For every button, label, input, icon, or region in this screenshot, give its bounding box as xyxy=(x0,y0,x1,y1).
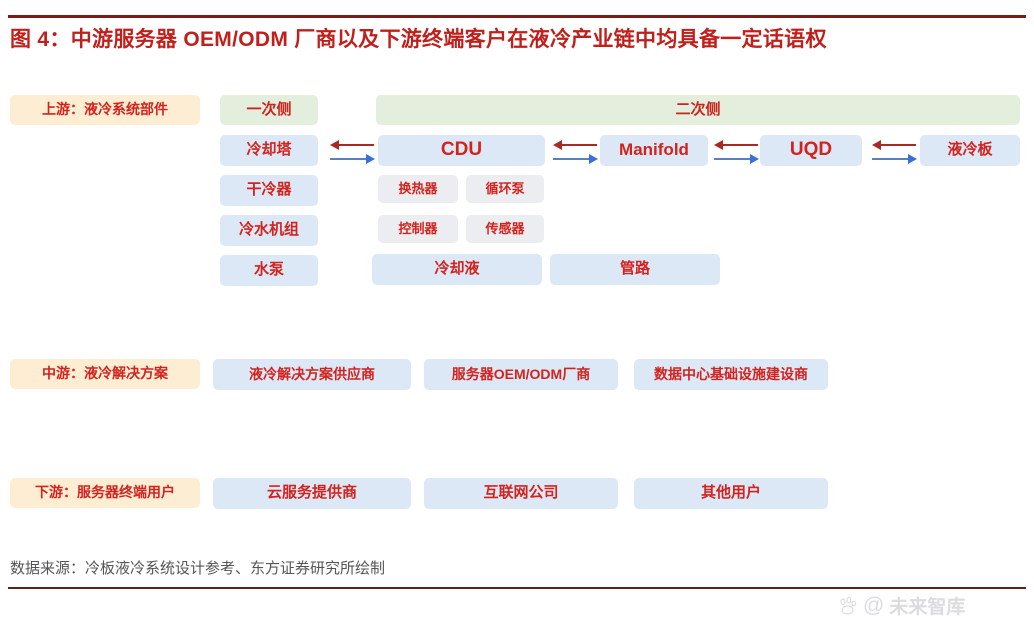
upstream-node-water-pump[interactable]: 水泵 xyxy=(220,255,318,286)
figure-title: 图 4：中游服务器 OEM/ODM 厂商以及下游终端客户在液冷产业链中均具备一定… xyxy=(10,28,827,51)
watermark: @ 未来智库 xyxy=(838,592,965,619)
arrow-head-red-left xyxy=(872,140,881,150)
midstream-node-liquid-cooling-solution-provider[interactable]: 液冷解决方案供应商 xyxy=(213,359,411,390)
arrow-head-red-left xyxy=(330,140,339,150)
upstream-node-cooling-tower[interactable]: 冷却塔 xyxy=(220,135,318,166)
downstream-node-internet-company[interactable]: 互联网公司 xyxy=(424,478,618,509)
tier-label-midstream: 中游：液冷解决方案 xyxy=(10,359,200,389)
tier-label-upstream: 上游：液冷系统部件 xyxy=(10,95,200,125)
arrow-line-blue-rightward xyxy=(872,158,908,160)
secondary-side-header: 二次侧 xyxy=(376,95,1020,125)
cdu-subpart-sensor[interactable]: 传感器 xyxy=(466,215,544,243)
at-symbol-icon: @ xyxy=(863,593,885,617)
downstream-node-cloud-service-provider[interactable]: 云服务提供商 xyxy=(213,478,411,509)
arrow-pair-tower-cdu xyxy=(330,138,375,164)
arrow-head-red-left xyxy=(714,140,723,150)
arrow-line-red-leftward xyxy=(338,144,374,146)
arrow-line-blue-rightward xyxy=(553,158,589,160)
arrow-pair-manifold-uqd xyxy=(714,138,759,164)
bottom-divider-rule xyxy=(8,587,1026,589)
top-divider-rule xyxy=(8,15,1026,18)
upstream-node-cold-plate[interactable]: 液冷板 xyxy=(920,135,1020,166)
upstream-node-dry-cooler[interactable]: 干冷器 xyxy=(220,175,318,206)
upstream-node-coolant[interactable]: 冷却液 xyxy=(372,254,542,285)
upstream-node-cdu[interactable]: CDU xyxy=(378,135,545,166)
arrow-head-blue-right xyxy=(589,154,598,164)
arrow-pair-cdu-manifold xyxy=(553,138,598,164)
watermark-label: 未来智库 xyxy=(889,597,966,618)
arrow-line-blue-rightward xyxy=(714,158,750,160)
upstream-node-manifold[interactable]: Manifold xyxy=(600,135,708,166)
upstream-node-uqd[interactable]: UQD xyxy=(760,135,862,166)
upstream-node-chiller[interactable]: 冷水机组 xyxy=(220,215,318,246)
downstream-node-other-users[interactable]: 其他用户 xyxy=(634,478,828,509)
primary-side-header: 一次侧 xyxy=(220,95,318,125)
arrow-line-red-leftward xyxy=(561,144,597,146)
midstream-node-server-oem-odm[interactable]: 服务器OEM/ODM厂商 xyxy=(424,359,618,390)
cdu-subpart-circulation-pump[interactable]: 循环泵 xyxy=(466,175,544,203)
arrow-line-blue-rightward xyxy=(330,158,366,160)
arrow-head-red-left xyxy=(553,140,562,150)
upstream-node-piping[interactable]: 管路 xyxy=(550,254,720,285)
paw-icon xyxy=(840,596,857,615)
arrow-head-blue-right xyxy=(908,154,917,164)
cdu-subpart-heat-exchanger[interactable]: 换热器 xyxy=(378,175,458,203)
midstream-node-datacenter-infrastructure-builder[interactable]: 数据中心基础设施建设商 xyxy=(634,359,828,390)
arrow-line-red-leftward xyxy=(880,144,916,146)
arrow-line-red-leftward xyxy=(722,144,758,146)
tier-label-downstream: 下游：服务器终端用户 xyxy=(10,478,200,508)
source-note: 数据来源：冷板液冷系统设计参考、东方证券研究所绘制 xyxy=(10,560,386,577)
arrow-pair-uqd-cold-plate xyxy=(872,138,917,164)
arrow-head-blue-right xyxy=(366,154,375,164)
arrow-head-blue-right xyxy=(750,154,759,164)
cdu-subpart-controller[interactable]: 控制器 xyxy=(378,215,458,243)
